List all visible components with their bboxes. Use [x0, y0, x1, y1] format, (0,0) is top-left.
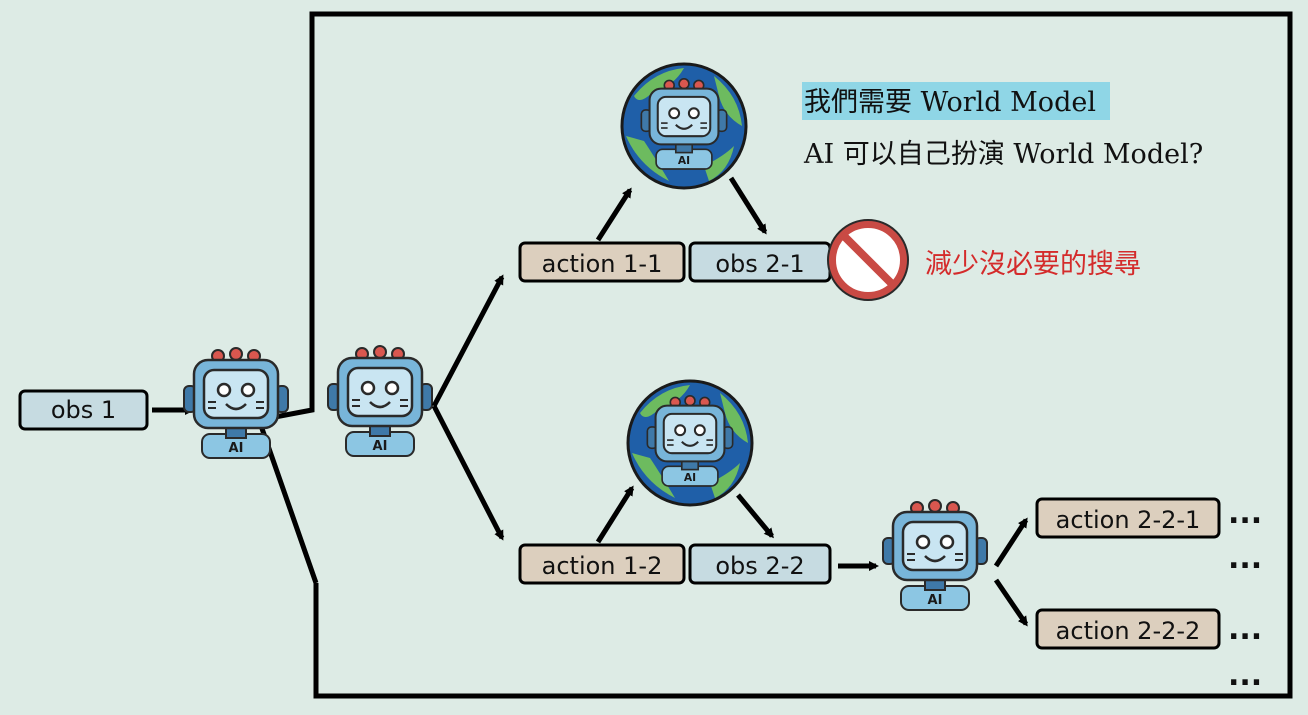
robot-badge: AI [678, 154, 690, 167]
reduce-search-text: 減少沒必要的搜尋 [925, 249, 1141, 280]
robot-icon: AI [640, 77, 728, 171]
action-2-2-1-label: action 2-2-1 [1056, 506, 1201, 534]
action-2-2-1-box: action 2-2-1 [1035, 497, 1221, 539]
ellipsis: ... [1228, 496, 1262, 531]
robot-icon: AI [182, 346, 290, 460]
robot-icon: AI [881, 498, 989, 612]
action-1-1-label: action 1-1 [542, 250, 663, 278]
action-1-2-label: action 1-2 [542, 552, 663, 580]
highlight-background [802, 82, 1110, 120]
obs-2-1-label: obs 2-1 [715, 250, 804, 278]
ellipsis: ... [1228, 658, 1262, 693]
arrow-to-action-1-1 [431, 274, 505, 408]
robot-badge: AI [373, 439, 388, 454]
obs-1-box: obs 1 [18, 389, 149, 431]
search-boundary [255, 11, 1293, 699]
arrow-to-action-1-2 [431, 404, 505, 541]
ellipsis: ... [1228, 541, 1262, 576]
arrow-to-action-2-2-1 [993, 517, 1029, 568]
arrow-world-model-to-obs-2-2 [736, 493, 774, 539]
action-1-2-box: action 1-2 [518, 543, 686, 585]
robot-badge: AI [684, 471, 696, 484]
action-2-2-2-box: action 2-2-2 [1035, 608, 1221, 650]
arrow-world-model-to-obs-2-1 [728, 176, 768, 235]
robot-icon: AI [646, 394, 734, 488]
robot-badge: AI [229, 441, 244, 456]
world-model-question-text: AI 可以自己扮演 World Model? [803, 139, 1203, 170]
no-entry-icon [827, 219, 909, 301]
robot-badge: AI [928, 593, 943, 608]
robot-icon: AI [326, 344, 434, 458]
obs-1-label: obs 1 [51, 396, 116, 424]
arrow-action-1-1-to-world-model [595, 187, 633, 242]
world-model-highlight-text: 我們需要 World Model [804, 87, 1096, 118]
arrow-to-action-2-2-2 [993, 578, 1029, 627]
ellipsis: ... [1228, 612, 1262, 647]
action-2-2-2-label: action 2-2-2 [1056, 617, 1201, 645]
obs-2-1-box: obs 2-1 [688, 241, 832, 283]
arrow-action-1-2-to-world-model [595, 485, 635, 544]
obs-2-2-box: obs 2-2 [688, 543, 832, 585]
action-1-1-box: action 1-1 [518, 241, 686, 283]
obs-2-2-label: obs 2-2 [715, 552, 804, 580]
